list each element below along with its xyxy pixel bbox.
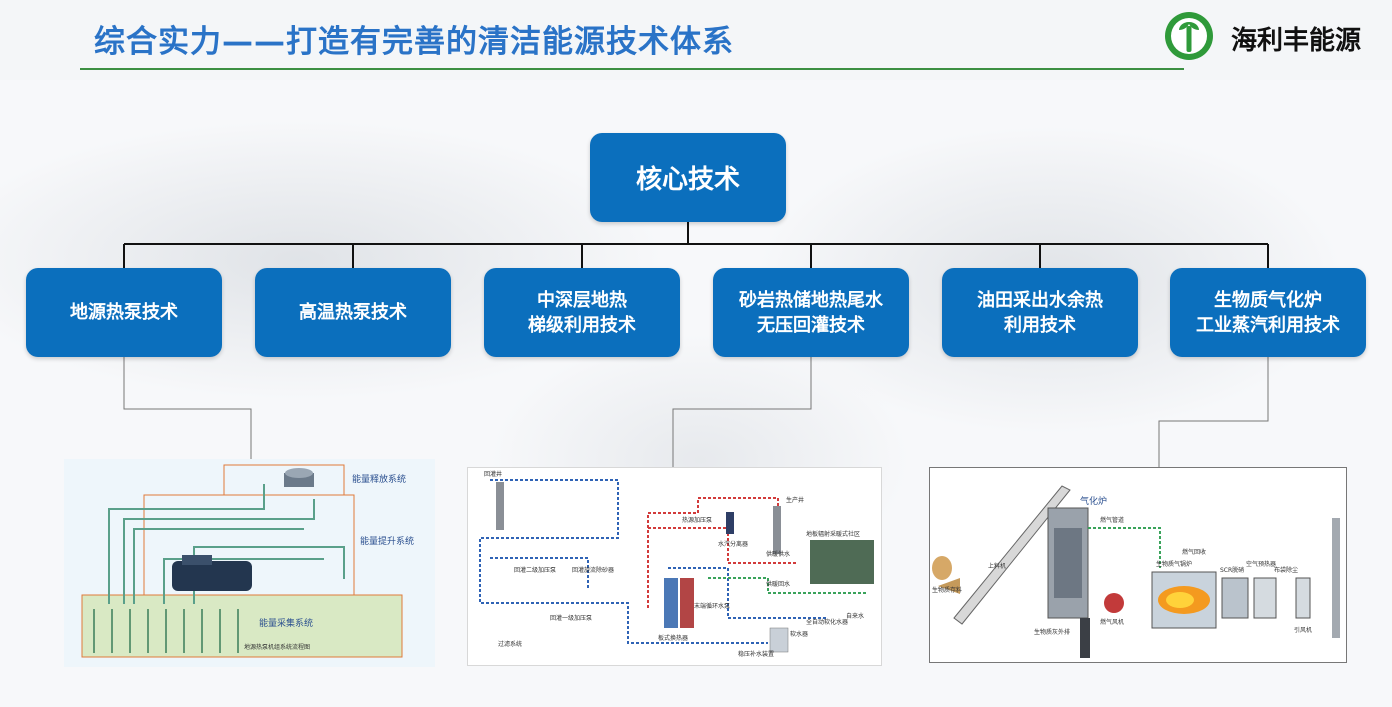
panel1-label-release: 能量释放系统 [352, 473, 406, 485]
panel2-label-community: 地板辐射采暖式社区 [806, 530, 860, 538]
panel3-label-boiler: 生物质气锅炉 [1156, 560, 1192, 568]
panel2-label-supply: 供暖供水 [766, 550, 790, 558]
panel2-label-softener: 软水器 [790, 630, 808, 638]
brand-mark-icon [1165, 12, 1213, 60]
panel3-label-induced-fan: 引风机 [1294, 626, 1312, 634]
panel2-label-plate-exchanger: 板式换热器 [658, 634, 688, 642]
panel2-label-makeup: 稳压补水装置 [738, 650, 774, 658]
panel2-label-stage1-pump: 回灌一级加压泵 [550, 614, 592, 622]
tech-label-line-1: 中深层地热 [537, 289, 627, 311]
tech-box-sandstone-reinjection: 砂岩热储地热尾水 无压回灌技术 [713, 268, 909, 357]
tech-label-line-1: 砂岩热储地热尾水 [739, 289, 883, 311]
tech-label-line-2: 无压回灌技术 [757, 314, 865, 336]
tech-label-line-1: 地源热泵技术 [70, 302, 178, 323]
panel2-label-filter: 过滤系统 [498, 640, 522, 648]
brand-name: 海利丰能源 [1231, 26, 1362, 56]
tech-label-line-2: 梯级利用技术 [528, 314, 636, 336]
panel1-label-collect: 能量采集系统 [259, 617, 313, 629]
panel2-label-tap-water: 自来水 [846, 612, 864, 620]
biomass-gasifier-schematic: 气化炉 上料机 生物质存料 燃气管道 生物质气锅炉 燃气风机 生物质灰外排 燃气… [929, 467, 1347, 663]
panel2-label-desander: 回灌旋流除砂器 [572, 566, 614, 574]
panel2-label-reinjection-well: 回灌井 [484, 470, 502, 478]
panel2-label-stage2-pump: 回灌二级加压泵 [514, 566, 556, 574]
tech-label-line-1: 高温热泵技术 [299, 302, 407, 323]
ground-source-heat-pump-schematic: 能量释放系统 能量提升系统 能量采集系统 地源热泵机组系统流程图 [64, 459, 435, 667]
title-divider [80, 68, 1184, 70]
panel3-label-loader: 上料机 [988, 562, 1006, 570]
panel2-label-heat-pump: 热源加压泵 [682, 516, 712, 524]
panel3-label-gasifier: 气化炉 [1080, 495, 1107, 507]
brand-logo: 海利丰能源 [1163, 8, 1383, 64]
tech-box-oilfield-waste-heat: 油田采出水余热 利用技术 [942, 268, 1138, 357]
tech-box-biomass-gasifier: 生物质气化炉 工业蒸汽利用技术 [1170, 268, 1366, 357]
tech-label-line-2: 利用技术 [1004, 314, 1076, 336]
panel2-label-return: 供暖回水 [766, 580, 790, 588]
panel3-label-gas-recovery: 燃气回收 [1182, 548, 1206, 556]
panel3-label-scr: SCR脱硝 [1220, 566, 1244, 574]
panel1-label-lift: 能量提升系统 [360, 535, 414, 547]
panel3-label-ash-discharge: 生物质灰外排 [1034, 628, 1070, 636]
core-technology-label: 核心技术 [635, 165, 740, 195]
panel2-label-auto-softener: 全自动软化水器 [806, 618, 848, 626]
panel3-label-gas-pipe: 燃气管道 [1100, 516, 1124, 524]
page-title: 综合实力——打造有完善的清洁能源技术体系 [94, 24, 734, 60]
core-technology-box: 核心技术 [590, 133, 786, 222]
panel3-label-air-preheater: 空气预热器 [1246, 560, 1276, 568]
tech-box-ground-source-heat-pump: 地源热泵技术 [26, 268, 222, 357]
panel2-label-separator: 水汽分离器 [718, 540, 748, 548]
tech-box-mid-deep-geothermal: 中深层地热 梯级利用技术 [484, 268, 680, 357]
tech-label-line-1: 生物质气化炉 [1214, 289, 1322, 311]
panel1-caption: 地源热泵机组系统流程图 [244, 643, 310, 651]
tech-box-high-temp-heat-pump: 高温热泵技术 [255, 268, 451, 357]
tech-label-line-1: 油田采出水余热 [977, 289, 1103, 311]
panel2-label-circulation-pump: 末端循环水泵 [694, 602, 730, 610]
panel3-label-storage: 生物质存料 [932, 586, 962, 594]
geothermal-reinjection-schematic: 回灌井 生产井 水汽分离器 板式换热器 供暖供水 供暖回水 软水器 全自动软化水… [467, 467, 882, 666]
panel3-label-gas-fan: 燃气风机 [1100, 618, 1124, 626]
tech-label-line-2: 工业蒸汽利用技术 [1196, 314, 1340, 336]
panel3-label-bag-filter: 布袋除尘 [1274, 566, 1298, 574]
panel2-label-production-well: 生产井 [786, 496, 804, 504]
